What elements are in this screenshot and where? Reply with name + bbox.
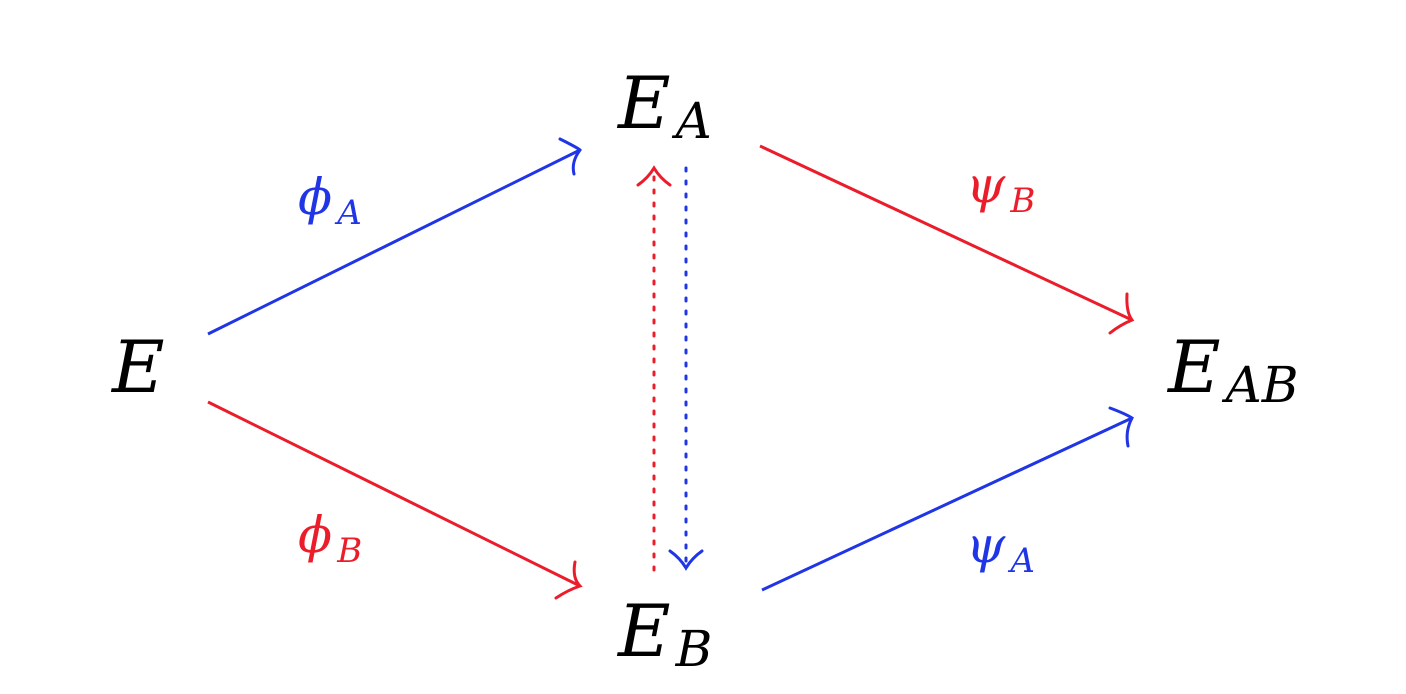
svg-text:ψ B: ψ B bbox=[966, 156, 1035, 221]
node-e-a-main: E bbox=[616, 61, 671, 145]
label-psi-a-sub: A bbox=[1007, 541, 1035, 581]
arrow-phi-b-head bbox=[554, 560, 583, 600]
arrow-psi-b-line bbox=[759, 144, 1133, 322]
node-e-ab-sub: AB bbox=[1222, 356, 1299, 414]
label-phi-b: ϕ B bbox=[298, 506, 362, 571]
label-psi-a: ψ A bbox=[966, 516, 1035, 581]
arrow-dotted-red-head bbox=[636, 165, 672, 187]
node-e: E bbox=[110, 325, 165, 409]
node-e-b-main: E bbox=[616, 589, 671, 673]
arrow-psi-a-line bbox=[761, 416, 1133, 592]
label-phi-a-main: ϕ bbox=[298, 168, 332, 226]
svg-text:ψ A: ψ A bbox=[966, 516, 1035, 581]
label-psi-b: ψ B bbox=[966, 156, 1035, 221]
svg-text:E A: E A bbox=[616, 61, 712, 150]
arrow-phi-b-line bbox=[207, 400, 581, 588]
node-e-b-sub: B bbox=[675, 620, 713, 678]
label-phi-a: ϕ A bbox=[298, 168, 362, 233]
node-e-a-sub: A bbox=[672, 92, 712, 150]
label-psi-b-sub: B bbox=[1009, 181, 1035, 221]
arrow-phi-a-head bbox=[558, 137, 582, 176]
node-e-main: E bbox=[110, 325, 165, 409]
label-psi-b-main: ψ bbox=[966, 156, 1006, 214]
arrow-psi-a-head bbox=[1108, 406, 1134, 448]
node-e-ab: E AB bbox=[1166, 325, 1299, 414]
arrow-phi-b bbox=[207, 400, 583, 600]
label-psi-a-main: ψ bbox=[966, 516, 1006, 574]
svg-text:ϕ A: ϕ A bbox=[298, 168, 362, 233]
arrow-dotted-red bbox=[636, 165, 672, 572]
label-phi-b-main: ϕ bbox=[298, 506, 332, 564]
label-phi-b-sub: B bbox=[336, 531, 362, 571]
svg-text:ϕ B: ϕ B bbox=[298, 506, 362, 571]
arrow-phi-a bbox=[207, 137, 582, 336]
arrow-psi-b bbox=[759, 144, 1135, 335]
arrow-dotted-blue-head bbox=[668, 549, 704, 571]
svg-text:E AB: E AB bbox=[1166, 325, 1299, 414]
node-e-a: E A bbox=[616, 61, 712, 150]
arrow-psi-b-head bbox=[1108, 292, 1135, 335]
arrow-dotted-blue bbox=[668, 166, 704, 571]
svg-text:E: E bbox=[110, 325, 165, 409]
arrow-phi-a-line bbox=[207, 148, 581, 336]
svg-text:E B: E B bbox=[616, 589, 712, 678]
node-e-b: E B bbox=[616, 589, 712, 678]
node-e-ab-main: E bbox=[1166, 325, 1221, 409]
arrow-psi-a bbox=[761, 406, 1134, 592]
label-phi-a-sub: A bbox=[334, 193, 362, 233]
